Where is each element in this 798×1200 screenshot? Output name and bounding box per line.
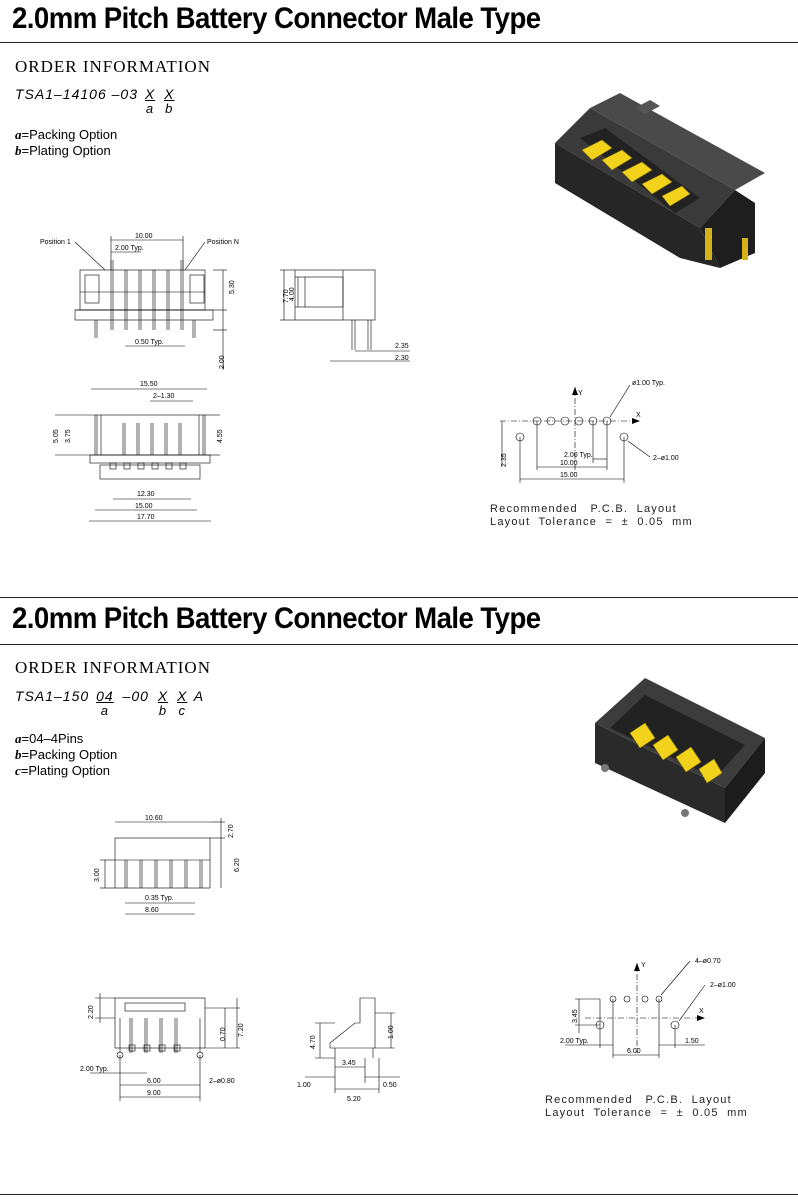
dim-3-45: 3.45 [342,1060,356,1067]
bottom-rule [0,1194,798,1195]
part-prefix: TSA1–150 [15,688,90,704]
pcb-axis-y: Y [578,390,583,397]
dim-12-30: 12.30 [137,491,155,498]
dim-9-00: 9.00 [147,1090,161,1097]
dim-2-0-80: 2–ø0.80 [209,1078,235,1085]
part-code-c: X [177,688,188,704]
connector-3d-render [595,678,765,823]
dim-5-30: 5.30 [229,280,236,294]
part-code-a: X [144,86,156,102]
page-title: 2.0mm Pitch Battery Connector Male Type [12,602,541,635]
part-code-b: X [164,86,175,102]
dim-3-00: 3.00 [94,868,101,882]
pcb-layout-drawing: 4–ø0.70 2–ø1.00 Y X 3.45 2.00 Typ. 6.00 … [560,958,736,1058]
dim-0-50-typ: 0.50 Typ. [135,339,164,346]
part-suffix: A [193,688,205,704]
dim-4-00: 4.00 [289,287,296,301]
dim-1-00-left: 1.00 [297,1082,311,1089]
part-code-a: 04 [96,688,114,704]
pcb-axis-y: Y [641,962,646,969]
dim-4-70: 4.70 [310,1035,317,1049]
part-prefix: TSA1–14106 –03 [15,86,138,102]
pcb-dim-10-00: 10.00 [560,460,578,467]
option-item: a=04–4Pins [15,731,84,746]
section-1: 2.0mm Pitch Battery Connector Male Type … [0,0,798,598]
dim-17-70: 17.70 [137,514,155,521]
option-list: a=04–4Pins b=Packing Option c=Plating Op… [15,731,117,779]
part-code-b: X [157,688,169,704]
part-letter-a: a [145,101,155,116]
dim-1-00-right: 1.00 [388,1025,395,1039]
pcb-note: Recommended P.C.B. Layout Layout Toleran… [490,503,693,528]
connector-3d-render [555,93,765,268]
option-item: b=Packing Option [15,747,118,762]
dim-2-00-typ: 2.00 Typ. [80,1066,109,1073]
dim-2-00-typ: 2.00 Typ. [115,245,144,252]
page-title: 2.0mm Pitch Battery Connector Male Type [12,2,541,35]
dim-7-70: 7.70 [283,289,290,303]
dim-10-60: 10.60 [145,815,163,822]
title-rule [0,644,798,645]
pcb-axis-x: X [636,412,641,419]
pcb-dim-2-00-typ: 2.00 Typ. [564,452,593,459]
dim-0-50: 0.50 [383,1082,397,1089]
dim-5-05: 5.05 [53,429,60,443]
pcb-dim-1-50: 1.50 [685,1038,699,1045]
dim-3-75: 3.75 [65,429,72,443]
part-letter-b: b [165,101,174,116]
dim-6-20: 6.20 [234,858,241,872]
dim-5-20: 5.20 [347,1096,361,1103]
part-letter-c: c [178,703,186,718]
top-view-drawing: 15.50 2–1.30 5.05 3.75 4.55 12.30 15.00 … [53,381,224,522]
part-code-mid: –00 [122,688,149,704]
section-divider [0,597,798,598]
dim-15-00: 15.00 [135,503,153,510]
option-item: a=Packing Option [15,127,118,142]
section-2: 2.0mm Pitch Battery Connector Male Type … [0,598,798,1200]
dim-0-35-typ: 0.35 Typ. [145,895,174,902]
dim-2-30: 2.30 [395,355,409,362]
title-rule [0,42,798,43]
pcb-dim-2-00-typ: 2.00 Typ. [560,1038,589,1045]
dim-2-35: 2.35 [395,343,409,350]
pcb-layout-drawing: ø1.00 Typ. 2–ø1.00 Y X 2.35 2.00 Typ. 10… [500,380,679,483]
side-view-drawing: 7.70 4.00 2.35 2.30 [280,269,410,362]
pcb-peg-label: 2–ø1.00 [653,455,679,462]
pcb-peg-label: 2–ø1.00 [710,982,736,989]
part-letter-b: b [158,703,168,718]
pcb-hole-label: ø1.00 Typ. [632,380,665,387]
pcb-dim-6-00: 6.00 [627,1048,641,1055]
dim-2-00: 2.00 [219,355,226,369]
dim-6-00: 6.00 [147,1078,161,1085]
pcb-hole-label: 4–ø0.70 [695,958,721,965]
front-view-drawing: 10.60 2.70 3.00 6.20 0.35 Typ. 8.60 [94,815,241,915]
order-heading: ORDER INFORMATION [15,57,211,76]
side-view-drawing: 4.70 1.00 1.00 3.45 0.50 5.20 [297,997,400,1103]
pcb-dim-3-45: 3.45 [572,1009,579,1023]
option-list: a=Packing Option b=Plating Option [15,127,117,159]
pcb-dim-2-35: 2.35 [501,453,508,467]
dim-2-70: 2.70 [228,824,235,838]
dim-8-60: 8.60 [145,907,159,914]
dim-0-70: 0.70 [220,1027,227,1041]
option-item: b=Plating Option [15,143,111,158]
dim-7-20: 7.20 [238,1023,245,1037]
dim-10-00: 10.00 [135,233,153,240]
label-position-1: Position 1 [40,239,71,246]
pcb-dim-15-00: 15.00 [560,472,578,479]
top-view-drawing: 2.20 0.70 7.20 2.00 Typ. 6.00 2–ø0.80 9.… [80,993,245,1101]
pcb-note: Recommended P.C.B. Layout Layout Toleran… [545,1094,748,1119]
dim-15-50: 15.50 [140,381,158,388]
order-heading: ORDER INFORMATION [15,658,211,677]
dim-2-1-30: 2–1.30 [153,393,175,400]
front-view-drawing: Position 1 Position N 10.00 2.00 Typ. 0.… [40,233,239,370]
label-position-n: Position N [207,239,239,246]
option-item: c=Plating Option [15,763,111,778]
dim-2-20: 2.20 [88,1005,95,1019]
dim-4-55: 4.55 [217,429,224,443]
pcb-axis-x: X [699,1008,704,1015]
part-letter-a: a [100,703,109,718]
